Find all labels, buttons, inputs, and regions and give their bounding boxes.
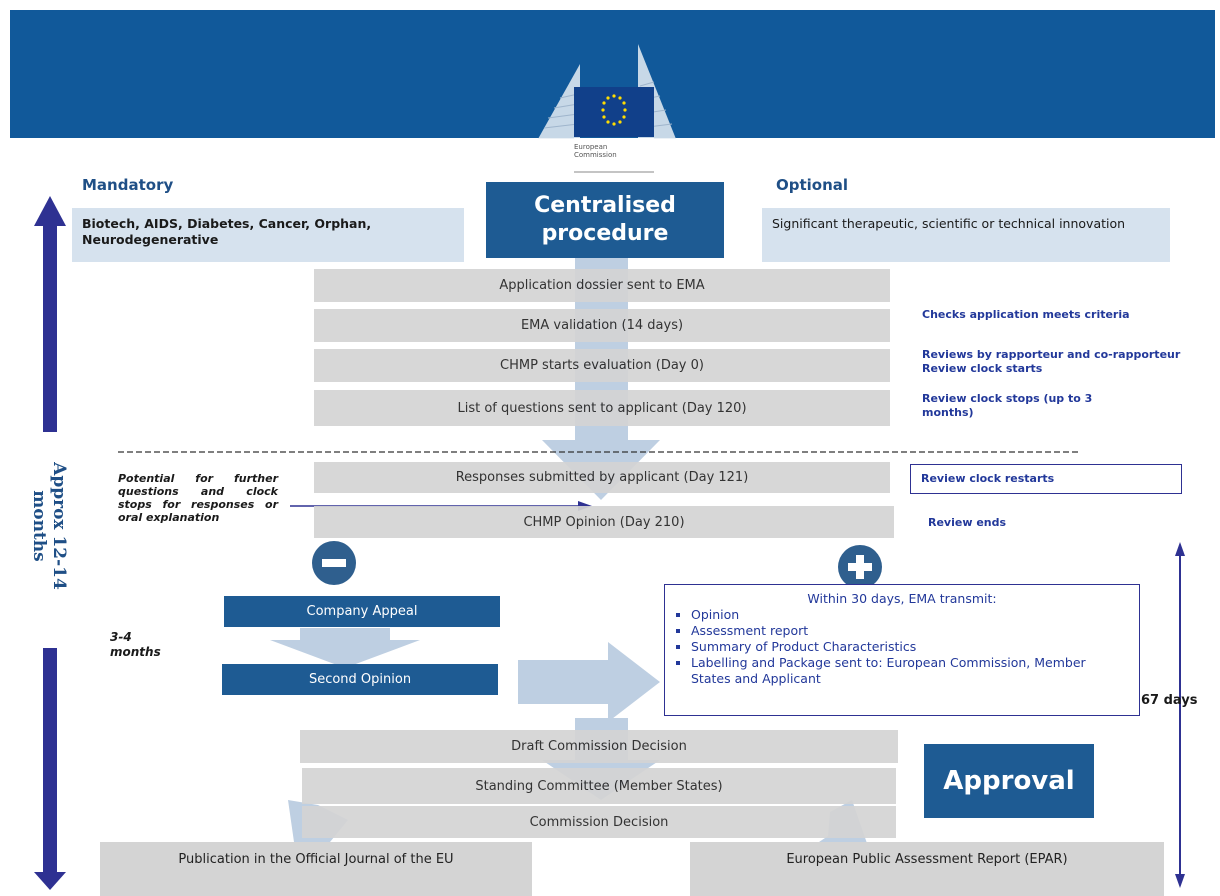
- logo-text-european: European: [574, 143, 608, 151]
- note-clock-stops: Review clock stops (up to 3 months): [922, 392, 1093, 419]
- logo-text-commission: Commission: [574, 151, 617, 159]
- right-arrow-to-transmit: [518, 642, 660, 722]
- plus-icon: [838, 545, 882, 589]
- transmit-item: Opinion: [691, 607, 1129, 623]
- centralised-line1: Centralised: [534, 193, 676, 218]
- approx-line2: months: [29, 490, 49, 562]
- approval-box: Approval: [924, 744, 1094, 818]
- optional-text: Significant therapeutic, scientific or t…: [772, 216, 1126, 231]
- mandatory-text: Biotech, AIDS, Diabetes, Cancer, Orphan,…: [82, 216, 372, 247]
- european-commission-logo: European Commission: [538, 44, 678, 174]
- step-standing-committee: Standing Committee (Member States): [302, 768, 896, 804]
- transmit-title: Within 30 days, EMA transmit:: [807, 591, 997, 606]
- note-restarts-box: Review clock restarts: [910, 464, 1182, 494]
- step-chmp-opinion: CHMP Opinion (Day 210): [314, 506, 894, 538]
- transmit-item: Assessment report: [691, 623, 1129, 639]
- step-publication: Publication in the Official Journal of t…: [100, 842, 532, 896]
- step-draft-decision: Draft Commission Decision: [300, 730, 898, 763]
- transmit-item: Labelling and Package sent to: European …: [691, 655, 1129, 687]
- minus-icon: [312, 541, 356, 585]
- note-potential: Potential for further questions and cloc…: [118, 472, 278, 524]
- note-reviews: Reviews by rapporteur and co-rapporteur …: [922, 348, 1181, 375]
- optional-title: Optional: [776, 176, 849, 194]
- commission-building-icon: [538, 44, 676, 173]
- mandatory-box: Biotech, AIDS, Diabetes, Cancer, Orphan,…: [72, 208, 464, 262]
- note-checks: Checks application meets criteria: [922, 308, 1130, 321]
- approx-line1: Approx 12-14: [49, 462, 69, 590]
- 67-days-arrow: [1175, 542, 1185, 888]
- centralised-procedure-box: Centralised procedure: [486, 182, 724, 258]
- centralised-line2: procedure: [541, 221, 669, 246]
- approx-months-label: Approx 12-14 months: [14, 436, 84, 646]
- appeal-down-arrow: [270, 628, 420, 668]
- note-ends: Review ends: [928, 516, 1007, 529]
- step-epar: European Public Assessment Report (EPAR): [690, 842, 1164, 896]
- mandatory-title: Mandatory: [82, 176, 174, 194]
- transmit-box: Within 30 days, EMA transmit: Opinion As…: [664, 584, 1140, 716]
- appeal-duration: 3-4 months: [110, 630, 161, 659]
- optional-box: Significant therapeutic, scientific or t…: [762, 208, 1170, 262]
- step-questions: List of questions sent to applicant (Day…: [314, 390, 890, 426]
- step-responses: Responses submitted by applicant (Day 12…: [314, 462, 890, 493]
- step-validation: EMA validation (14 days): [314, 309, 890, 342]
- days-67-label: 67 days: [1141, 693, 1198, 708]
- step-company-appeal: Company Appeal: [224, 596, 500, 627]
- note-restarts: Review clock restarts: [921, 472, 1055, 485]
- step-application: Application dossier sent to EMA: [314, 269, 890, 302]
- step-chmp-start: CHMP starts evaluation (Day 0): [314, 349, 890, 382]
- step-second-opinion: Second Opinion: [222, 664, 498, 695]
- step-commission-decision: Commission Decision: [302, 806, 896, 838]
- transmit-item: Summary of Product Characteristics: [691, 639, 1129, 655]
- transmit-list: Opinion Assessment report Summary of Pro…: [675, 607, 1129, 687]
